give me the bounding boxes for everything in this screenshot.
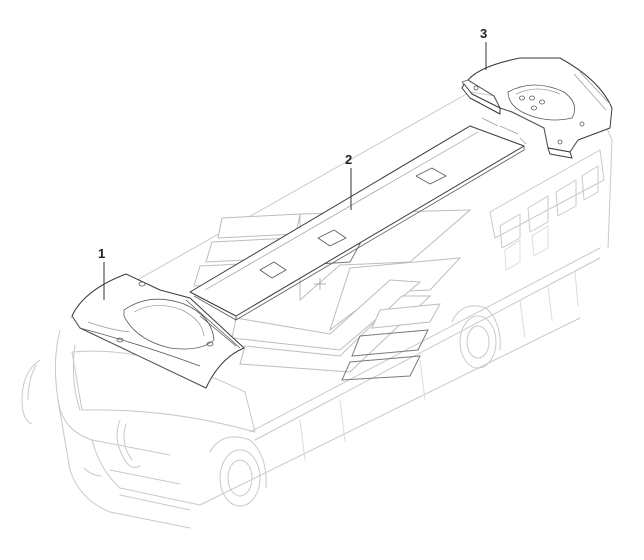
callout-2-label: 2 [345, 152, 352, 167]
callout-1: 1 [98, 246, 105, 300]
callout-2: 2 [345, 152, 352, 210]
roof-panel-part-2 [189, 117, 527, 321]
rear-roof-cap-part-3 [461, 57, 613, 159]
front-roof-cap-part-1 [71, 273, 245, 389]
bus-body-outline [21, 91, 613, 529]
callout-3: 3 [480, 26, 487, 70]
callout-3-label: 3 [480, 26, 487, 41]
callout-1-label: 1 [98, 246, 105, 261]
